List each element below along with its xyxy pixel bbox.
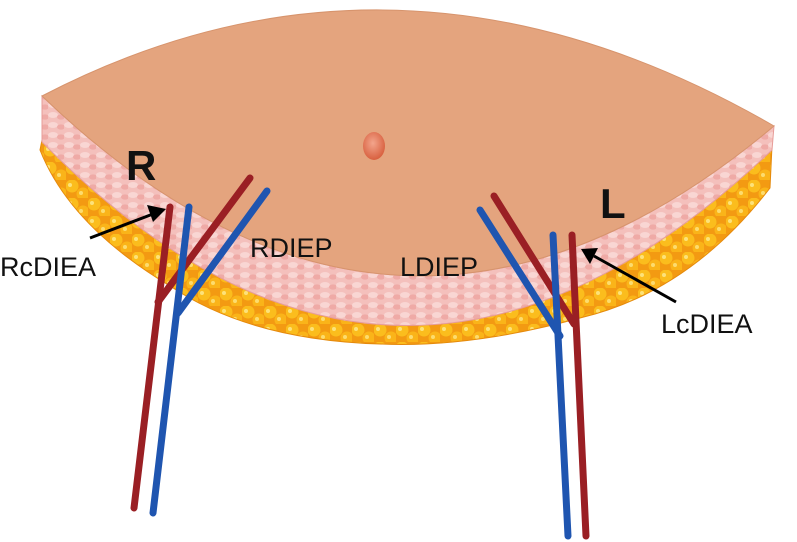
left-diep-artery-branch (490, 192, 578, 328)
right-diea-artery (130, 203, 174, 512)
right-diep-artery-branch (154, 174, 254, 306)
rcdiea-arrow-head (147, 205, 166, 222)
lcdiea-arrow-head (581, 248, 598, 264)
lcdiea-arrow-shaft (593, 254, 677, 304)
ldiep-label: LDIEP (400, 252, 478, 282)
left-diea-artery (568, 231, 590, 540)
lcdiea-label: LcDIEA (661, 309, 753, 339)
left-diep-vein-branch (476, 206, 564, 340)
rcdiea-arrow-shaft (89, 212, 154, 240)
right-diep-vein-branch (174, 187, 271, 317)
rcdiea-label: RcDIEA (0, 252, 96, 282)
umbilicus-mark (363, 132, 385, 160)
rdiep-label: RDIEP (250, 233, 333, 263)
left-side-label: L (600, 180, 626, 227)
left-diea-vein (549, 231, 572, 540)
right-diea-vein (149, 203, 193, 517)
right-side-label: R (126, 142, 156, 189)
